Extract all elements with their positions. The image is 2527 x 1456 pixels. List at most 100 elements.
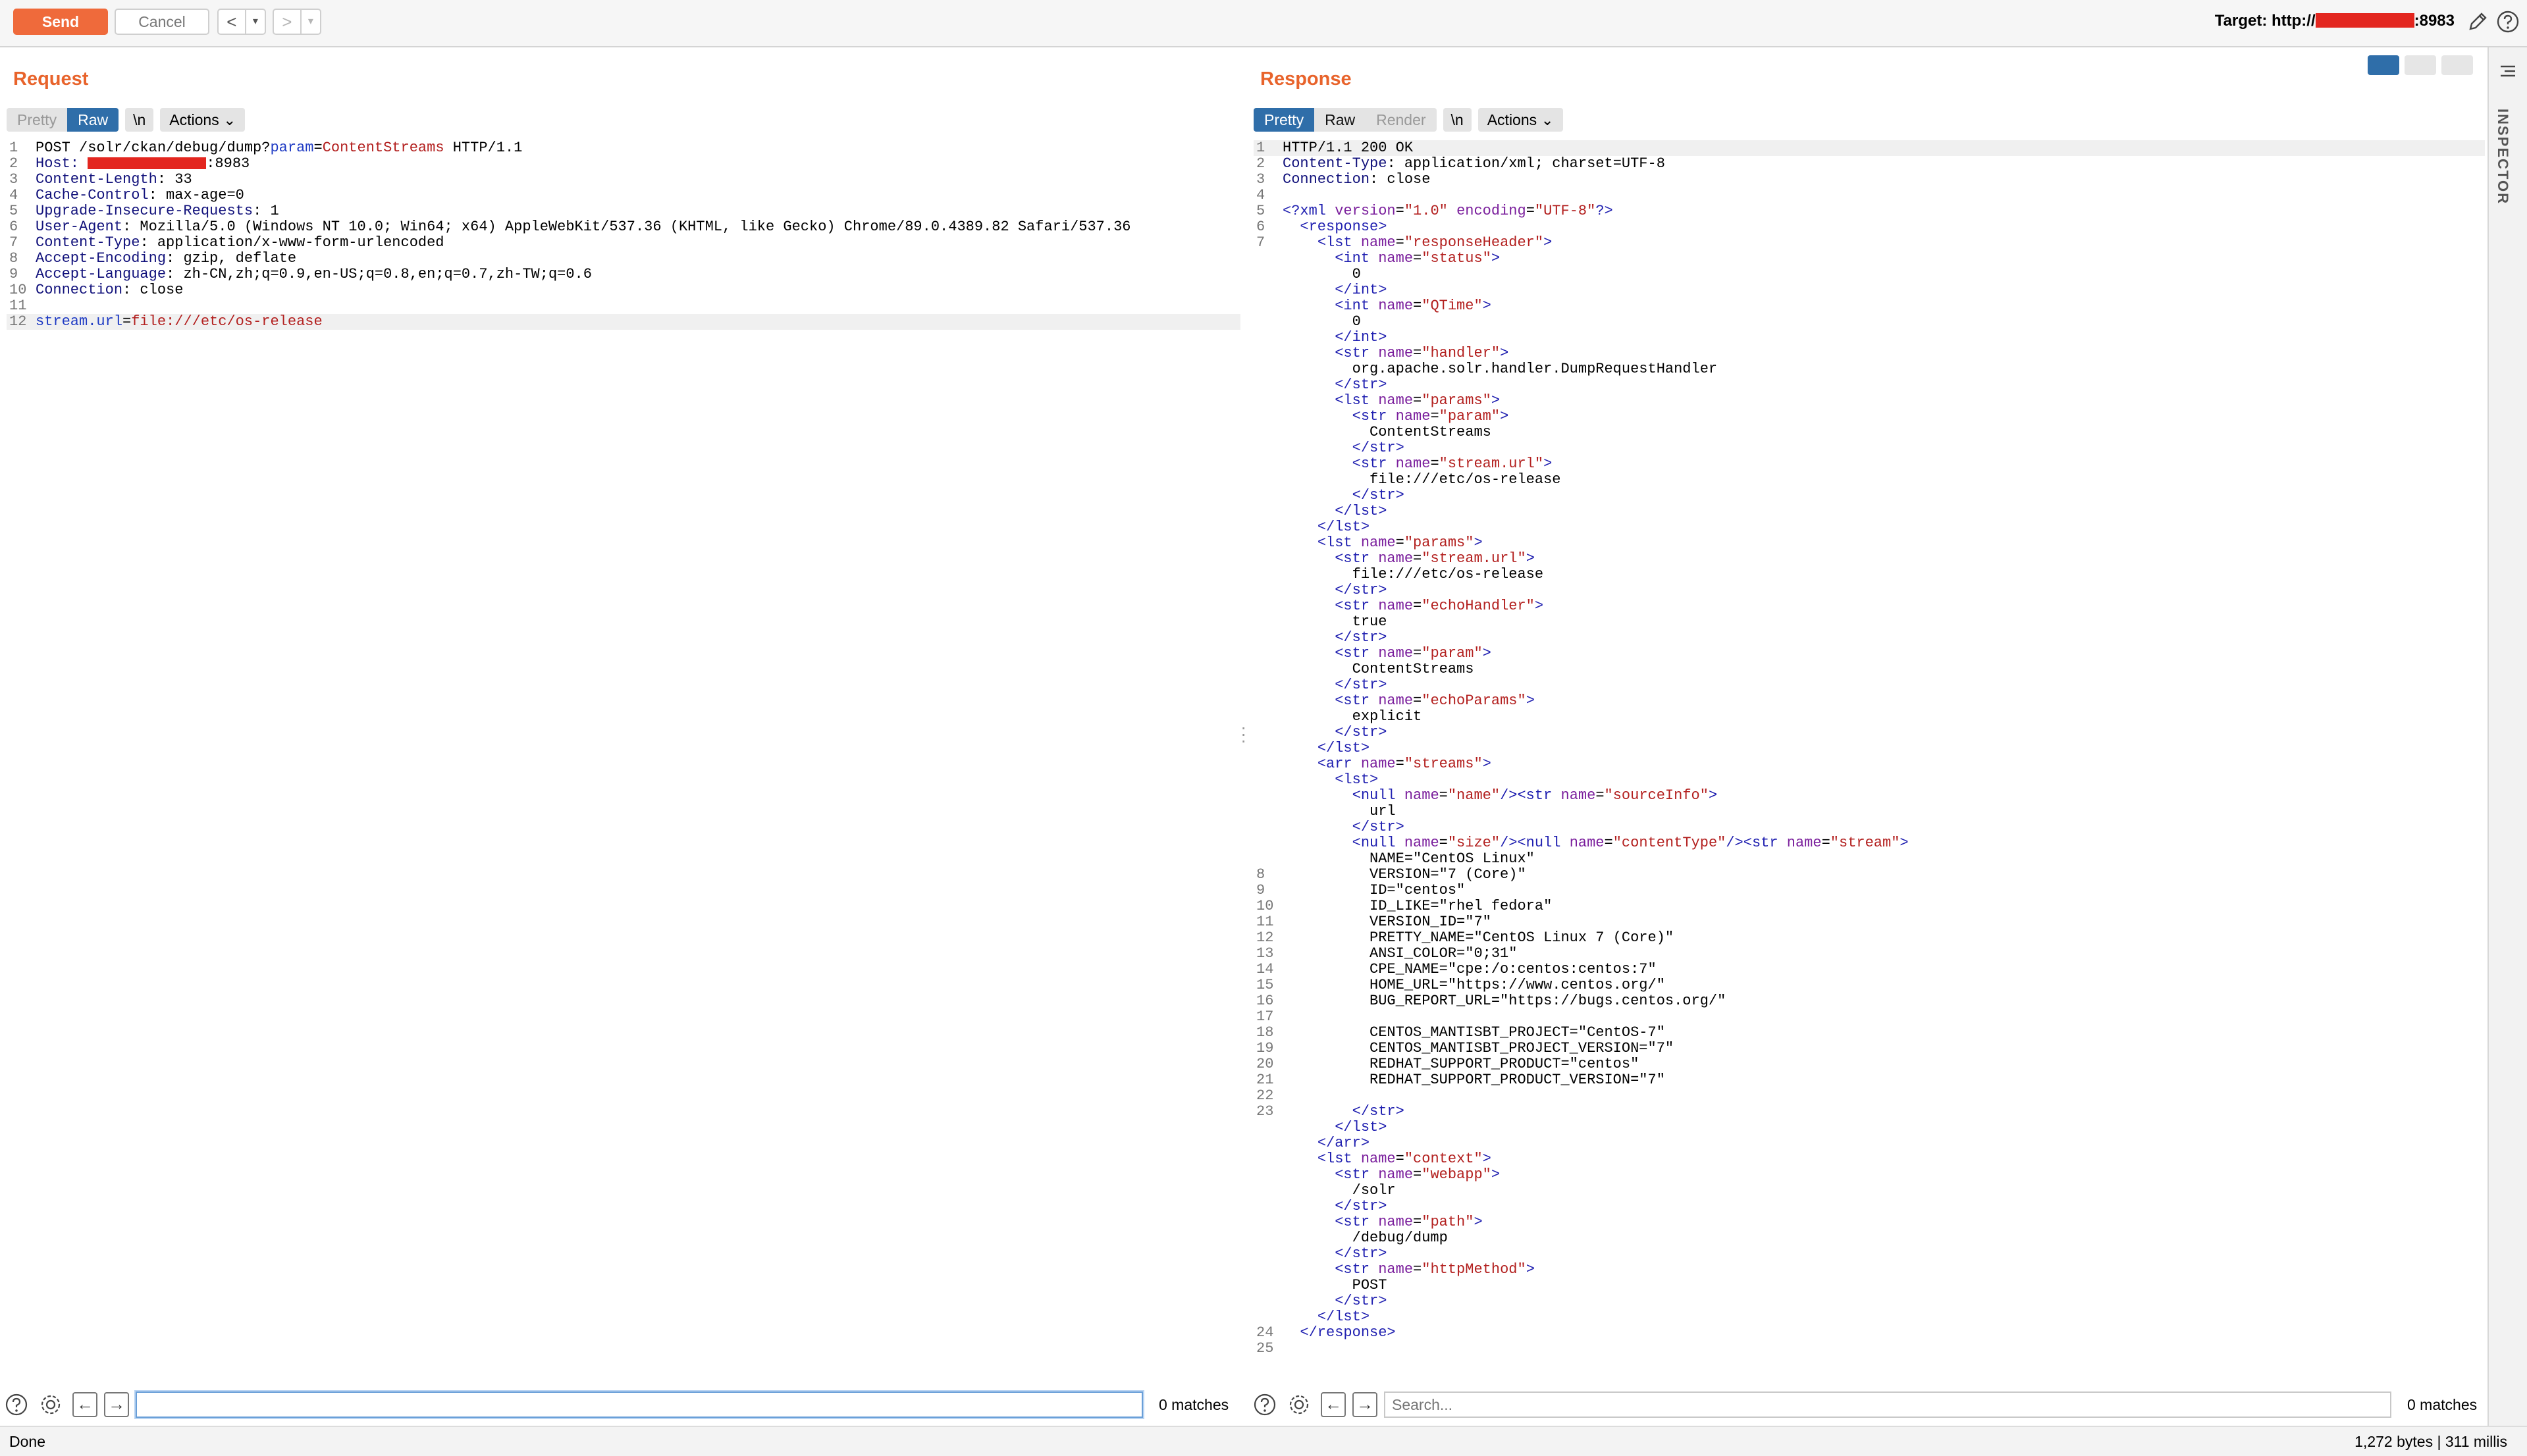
response-actions-menu[interactable]: Actions ⌄ — [1477, 108, 1563, 132]
response-code-line[interactable]: </str> — [1254, 819, 2485, 835]
response-code-line[interactable]: ContentStreams — [1254, 425, 2485, 440]
response-newline-toggle[interactable]: \n — [1443, 108, 1472, 132]
response-code-line[interactable]: 11 VERSION_ID="7" — [1254, 914, 2485, 930]
response-code-line[interactable]: 13 ANSI_COLOR="0;31" — [1254, 946, 2485, 962]
response-code-line[interactable]: NAME="CentOS Linux" — [1254, 851, 2485, 867]
response-code-line[interactable]: 16 BUG_REPORT_URL="https://bugs.centos.o… — [1254, 993, 2485, 1009]
response-code-line[interactable]: <str name="stream.url"> — [1254, 456, 2485, 472]
response-code-line[interactable]: <str name="param"> — [1254, 409, 2485, 425]
response-tab-pretty[interactable]: Pretty — [1254, 108, 1315, 132]
previous-match-button[interactable]: ← — [72, 1392, 97, 1417]
request-tab-raw[interactable]: Raw — [67, 108, 119, 132]
response-code-line[interactable]: </int> — [1254, 282, 2485, 298]
response-code-line[interactable]: </lst> — [1254, 1120, 2485, 1135]
response-code-line[interactable]: 5<?xml version="1.0" encoding="UTF-8"?> — [1254, 203, 2485, 219]
response-code-line[interactable]: <str name="echoHandler"> — [1254, 598, 2485, 614]
response-code-line[interactable]: </str> — [1254, 488, 2485, 504]
response-search-input[interactable] — [1384, 1391, 2391, 1418]
response-tab-render[interactable]: Render — [1376, 111, 1426, 128]
response-code-line[interactable]: </str> — [1254, 1293, 2485, 1309]
response-code-line[interactable]: /solr — [1254, 1183, 2485, 1199]
response-code-line[interactable]: <lst name="context"> — [1254, 1151, 2485, 1167]
response-code-line[interactable]: 24 </response> — [1254, 1325, 2485, 1341]
response-code-line[interactable]: true — [1254, 614, 2485, 630]
response-code-line[interactable]: url — [1254, 804, 2485, 819]
request-tab-pretty[interactable]: Pretty — [17, 111, 57, 128]
response-code-line[interactable]: <str name="handler"> — [1254, 346, 2485, 361]
response-code-line[interactable]: org.apache.solr.handler.DumpRequestHandl… — [1254, 361, 2485, 377]
response-code-line[interactable]: </lst> — [1254, 741, 2485, 756]
response-code-line[interactable]: <str name="httpMethod"> — [1254, 1262, 2485, 1278]
response-code-line[interactable]: <str name="webapp"> — [1254, 1167, 2485, 1183]
request-newline-toggle[interactable]: \n — [125, 108, 154, 132]
response-code-line[interactable]: </str> — [1254, 1199, 2485, 1214]
response-code-line[interactable]: file:///etc/os-release — [1254, 567, 2485, 583]
response-code-line[interactable]: </str> — [1254, 440, 2485, 456]
next-match-button[interactable]: → — [104, 1392, 129, 1417]
history-back-group[interactable]: < ▾ — [217, 9, 266, 35]
response-code-line[interactable]: <lst name="params"> — [1254, 535, 2485, 551]
response-code-line[interactable]: 12 PRETTY_NAME="CentOS Linux 7 (Core)" — [1254, 930, 2485, 946]
response-code-line[interactable]: 18 CENTOS_MANTISBT_PROJECT="CentOS-7" — [1254, 1025, 2485, 1041]
response-code-line[interactable]: 15 HOME_URL="https://www.centos.org/" — [1254, 977, 2485, 993]
response-code-line[interactable]: <str name="stream.url"> — [1254, 551, 2485, 567]
response-code-line[interactable]: <null name="size"/><null name="contentTy… — [1254, 835, 2485, 851]
response-code-line[interactable]: <int name="QTime"> — [1254, 298, 2485, 314]
response-code-line[interactable]: <int name="status"> — [1254, 251, 2485, 267]
response-tab-raw[interactable]: Raw — [1325, 111, 1356, 128]
request-actions-menu[interactable]: Actions ⌄ — [160, 108, 246, 132]
response-code-line[interactable]: 17 — [1254, 1009, 2485, 1025]
response-code-line[interactable]: <lst> — [1254, 772, 2485, 788]
response-code-line[interactable]: POST — [1254, 1278, 2485, 1293]
response-code-line[interactable]: 23 </str> — [1254, 1104, 2485, 1120]
response-code-line[interactable]: <arr name="streams"> — [1254, 756, 2485, 772]
response-code-line[interactable]: 0 — [1254, 314, 2485, 330]
response-code-line[interactable]: 8 VERSION="7 (Core)" — [1254, 867, 2485, 883]
gear-icon[interactable] — [1287, 1392, 1312, 1417]
gear-icon[interactable] — [38, 1392, 63, 1417]
send-button[interactable]: Send — [13, 9, 108, 35]
response-code-line[interactable]: 25 — [1254, 1341, 2485, 1357]
pane-splitter-handle[interactable]: ··· — [1240, 717, 1247, 750]
previous-match-button[interactable]: ← — [1321, 1392, 1346, 1417]
response-code-line[interactable]: <str name="path"> — [1254, 1214, 2485, 1230]
menu-lines-icon[interactable] — [2498, 63, 2518, 79]
response-code-line[interactable]: </str> — [1254, 725, 2485, 741]
response-code-line[interactable]: </str> — [1254, 630, 2485, 646]
back-dropdown-icon[interactable]: ▾ — [244, 10, 265, 34]
back-arrow-icon[interactable]: < — [226, 12, 237, 32]
pencil-icon[interactable] — [2465, 9, 2490, 34]
layout-tabs-icon[interactable] — [2441, 55, 2473, 75]
cancel-button[interactable]: Cancel — [115, 9, 209, 35]
response-code-line[interactable]: </lst> — [1254, 1309, 2485, 1325]
help-icon[interactable] — [1252, 1392, 1277, 1417]
help-icon[interactable] — [2495, 9, 2520, 34]
response-code-line[interactable]: explicit — [1254, 709, 2485, 725]
response-code-line[interactable]: </str> — [1254, 1246, 2485, 1262]
response-code-line[interactable]: 19 CENTOS_MANTISBT_PROJECT_VERSION="7" — [1254, 1041, 2485, 1056]
history-forward-group[interactable]: > ▾ — [273, 9, 321, 35]
response-code-line[interactable]: </lst> — [1254, 519, 2485, 535]
response-code-line[interactable]: <null name="name"/><str name="sourceInfo… — [1254, 788, 2485, 804]
request-search-input[interactable] — [136, 1391, 1143, 1418]
response-code-line[interactable]: 21 REDHAT_SUPPORT_PRODUCT_VERSION="7" — [1254, 1072, 2485, 1088]
target-label[interactable]: Target: http://:8983 — [2215, 12, 2455, 30]
response-code-line[interactable]: 0 — [1254, 267, 2485, 282]
response-code-line[interactable]: 7 <lst name="responseHeader"> — [1254, 235, 2485, 251]
response-code-line[interactable]: 6 <response> — [1254, 219, 2485, 235]
response-code-line[interactable]: 9 ID="centos" — [1254, 883, 2485, 898]
forward-dropdown-icon[interactable]: ▾ — [300, 10, 320, 34]
response-code-line[interactable]: <lst name="params"> — [1254, 393, 2485, 409]
